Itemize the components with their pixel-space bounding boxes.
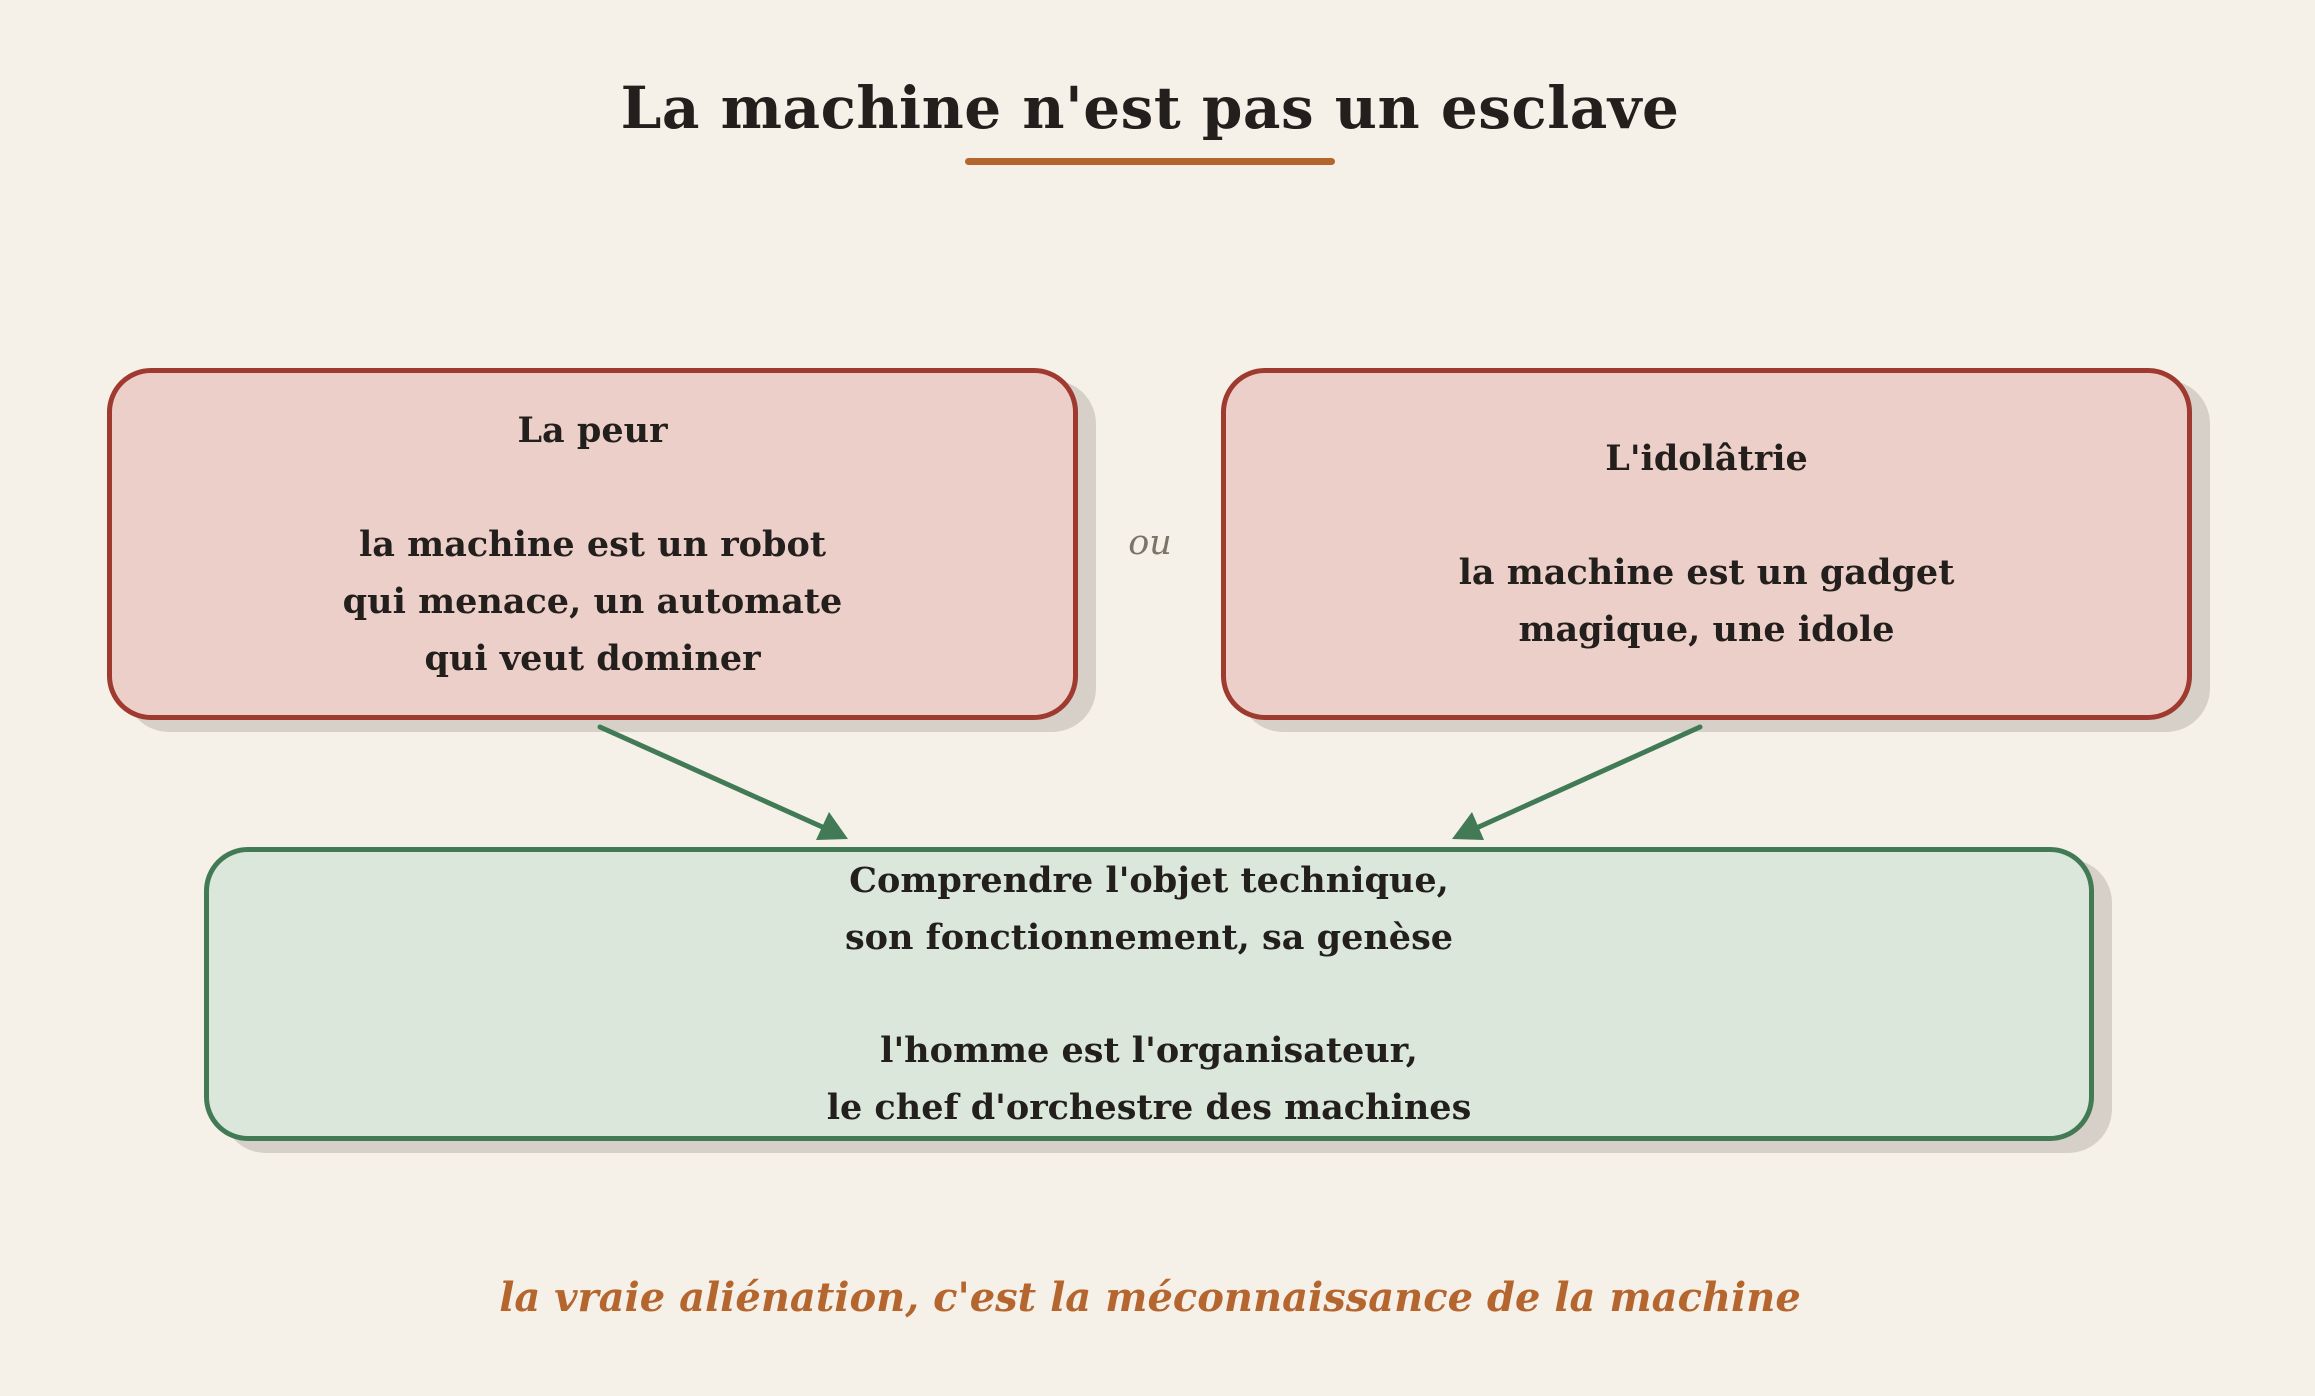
arrowhead-idolatry [1452, 812, 1484, 840]
arrow-fear-to-understand [597, 724, 832, 833]
fear-line-3: qui veut dominer [424, 637, 761, 679]
fear-line-1: la machine est un robot [359, 523, 826, 565]
understanding-line-1: Comprendre l'objet technique, [849, 860, 1449, 901]
idolatry-line-2: magique, une idole [1518, 609, 1895, 650]
understanding-line-3: l'homme est l'organisateur, [880, 1030, 1418, 1071]
understanding-line-2: son fonctionnement, sa genèse [844, 917, 1454, 958]
fear-line-2: qui menace, un automate [342, 580, 843, 622]
arrow-idolatry-to-understand [1469, 724, 1703, 833]
understanding-line-4: le chef d'orchestre des machines [826, 1087, 1472, 1128]
fear-heading: La peur [517, 409, 668, 451]
idolatry-line-1: la machine est un gadget [1458, 552, 1955, 593]
understanding-box: Comprendre l'objet technique, son foncti… [204, 847, 2094, 1141]
arrowhead-fear [816, 812, 848, 840]
idolatry-heading: L'idolâtrie [1605, 438, 1808, 479]
title-underline [965, 158, 1335, 165]
separator-ou: ou [1128, 523, 1172, 563]
idolatry-box: L'idolâtrie la machine est un gadget mag… [1221, 368, 2192, 720]
diagram-title: La machine n'est pas un esclave [620, 74, 1680, 142]
conclusion-text: la vraie aliénation, c'est la méconnaiss… [499, 1274, 1801, 1321]
fear-box: La peur la machine est un robot qui mena… [107, 368, 1078, 720]
